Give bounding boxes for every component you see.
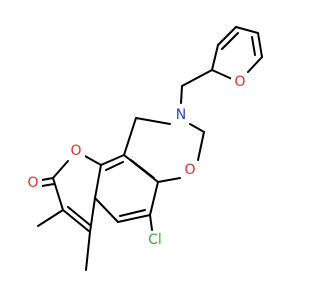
carbonyl-oxygen-label: O	[27, 175, 38, 191]
bond	[149, 181, 159, 216]
bond	[119, 209, 146, 217]
bond	[84, 155, 102, 166]
bond	[189, 123, 205, 133]
bond	[85, 231, 91, 271]
bond	[37, 209, 64, 227]
bond	[89, 197, 96, 233]
bond	[135, 117, 171, 125]
bond	[52, 177, 64, 211]
bonds	[37, 26, 263, 271]
bond	[217, 26, 237, 46]
bond	[100, 154, 125, 166]
bond	[235, 26, 259, 34]
bond	[197, 131, 205, 161]
bond	[62, 209, 91, 233]
pyranone-oxygen-label: O	[70, 143, 81, 159]
bond	[123, 117, 137, 156]
bond	[149, 214, 153, 231]
bond	[94, 197, 119, 223]
bond	[130, 159, 155, 179]
bond	[52, 160, 69, 179]
bond	[180, 85, 183, 104]
nitrogen-atom-label: N	[176, 107, 186, 123]
bond	[211, 69, 233, 80]
furan-oxygen-label: O	[234, 74, 245, 90]
structure-svg: N O O O O Cl	[24, 26, 263, 271]
bond	[247, 56, 263, 73]
bond	[157, 177, 181, 183]
bond	[41, 177, 54, 181]
oxazine-oxygen-label: O	[184, 162, 195, 178]
chlorine-atom-label: Cl	[148, 232, 162, 248]
atom-labels: N O O O O Cl	[24, 73, 249, 249]
bond	[221, 32, 239, 50]
molecule-diagram: N O O O O Cl	[24, 26, 263, 271]
bond	[181, 69, 213, 87]
bond	[67, 206, 91, 226]
bond	[211, 44, 219, 71]
bond	[105, 161, 124, 171]
bond	[251, 36, 256, 56]
bond	[94, 164, 102, 199]
bond	[117, 214, 151, 223]
bond	[257, 32, 263, 58]
bond	[41, 183, 55, 187]
